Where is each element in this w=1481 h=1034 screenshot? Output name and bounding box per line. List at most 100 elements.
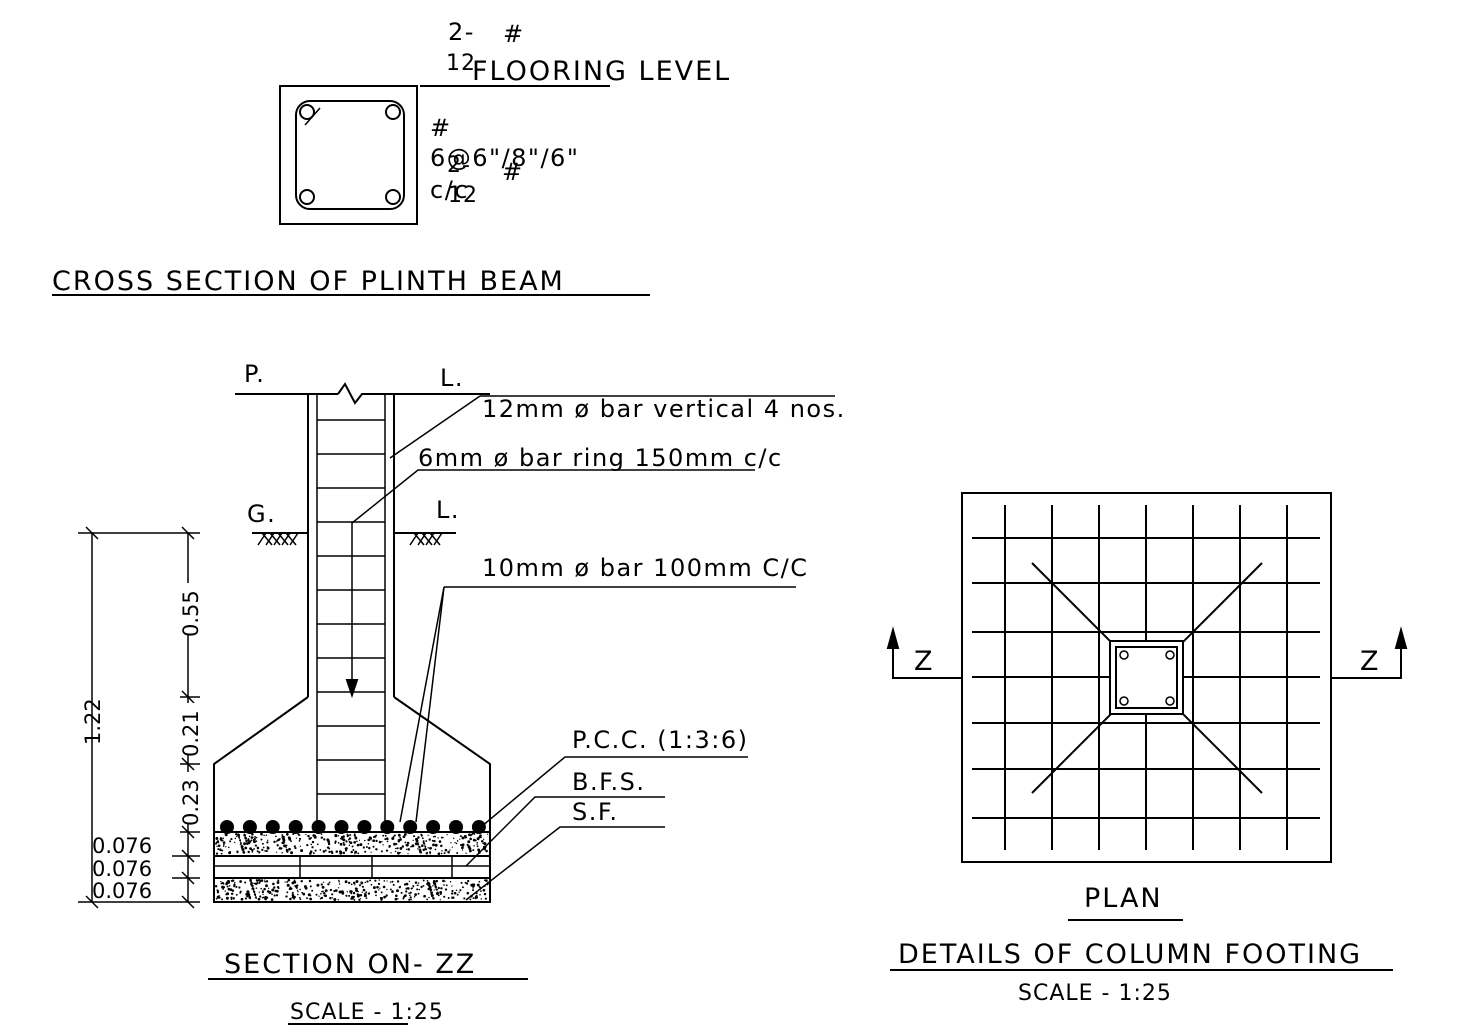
stipple-dot bbox=[375, 839, 378, 843]
gl-right-label: L. bbox=[436, 496, 460, 524]
stipple-dot bbox=[412, 886, 415, 888]
stipple-dot bbox=[306, 843, 309, 847]
stipple-dot bbox=[220, 882, 223, 885]
arrowhead bbox=[1394, 626, 1408, 649]
stipple-dot bbox=[405, 848, 408, 850]
stipple-dot bbox=[299, 888, 301, 891]
stipple-dot bbox=[229, 840, 232, 843]
stipple-dot bbox=[446, 833, 448, 836]
stipple-dot bbox=[239, 840, 241, 842]
stipple-dot bbox=[456, 893, 459, 896]
stipple-dot bbox=[265, 884, 268, 888]
concrete-stipple bbox=[214, 832, 489, 901]
stipple-dot bbox=[298, 840, 301, 842]
stipple-dot bbox=[405, 890, 408, 893]
stipple-dot bbox=[348, 837, 352, 840]
leader-pcc bbox=[469, 756, 748, 837]
stipple-dot bbox=[309, 894, 312, 897]
stipple-dot bbox=[428, 896, 430, 899]
stipple-dot bbox=[340, 837, 342, 840]
stipple-dot bbox=[461, 836, 465, 840]
callout-bfs: B.F.S. bbox=[572, 768, 646, 796]
stipple-dot bbox=[316, 883, 320, 887]
stipple-dot bbox=[443, 895, 446, 898]
column-outline bbox=[1109, 640, 1184, 715]
leader-mesh bbox=[399, 586, 445, 823]
z-right-label: Z bbox=[1360, 646, 1381, 677]
stipple-dot bbox=[227, 887, 231, 891]
stipple-dot bbox=[435, 879, 439, 883]
stipple-dot bbox=[311, 889, 314, 892]
stipple-dot bbox=[370, 839, 372, 841]
stipple-dot bbox=[217, 841, 220, 844]
stipple-dot bbox=[430, 891, 432, 893]
stipple-dot bbox=[482, 888, 486, 892]
footing-plan: Z Z PLAN DETAILS OF COLUMN FOOTING SCALE… bbox=[886, 492, 1408, 1006]
stipple-dot bbox=[334, 889, 338, 892]
stipple-dot bbox=[273, 886, 276, 889]
stipple-dot bbox=[307, 834, 310, 838]
column-inner bbox=[1115, 646, 1178, 709]
stipple-dot bbox=[369, 879, 372, 882]
stipple-dot bbox=[451, 846, 453, 848]
stipple-dot bbox=[426, 883, 428, 885]
stipple-dot bbox=[249, 847, 252, 850]
stipple-dot bbox=[246, 842, 249, 845]
stipple-dot bbox=[362, 846, 365, 849]
stipple-dot bbox=[255, 836, 258, 839]
stipple-dot bbox=[450, 842, 452, 844]
stipple-dot bbox=[224, 833, 228, 837]
stipple-dot bbox=[410, 887, 413, 890]
stipple-dot bbox=[348, 894, 351, 897]
stipple-dot bbox=[308, 879, 312, 883]
dim-total-label: 1.22 bbox=[81, 698, 105, 745]
stipple-dot bbox=[356, 843, 360, 847]
stipple-dot bbox=[354, 836, 358, 840]
stipple-dot bbox=[322, 890, 324, 893]
stipple-dot bbox=[262, 893, 264, 896]
stipple-dot bbox=[244, 897, 247, 900]
stipple-dot bbox=[391, 880, 394, 883]
stipple-dot bbox=[222, 888, 225, 890]
stipple-dot bbox=[365, 897, 368, 899]
stipple-dot bbox=[250, 839, 253, 842]
stipple-dot bbox=[342, 852, 345, 854]
stipple-dot bbox=[372, 845, 375, 848]
stipple-dot bbox=[467, 840, 471, 844]
stipple-dot bbox=[220, 852, 223, 855]
ring-bars bbox=[317, 419, 385, 795]
stirrup-cc: c/c bbox=[430, 176, 469, 204]
stipple-dot bbox=[461, 886, 464, 889]
stipple-dot bbox=[418, 888, 420, 891]
stipple-dot bbox=[235, 832, 238, 836]
stipple-dot bbox=[437, 886, 440, 890]
stipple-dot bbox=[265, 880, 269, 883]
footing-slope bbox=[213, 696, 309, 832]
stipple-dot bbox=[285, 895, 288, 898]
pl-left-label: P. bbox=[244, 360, 265, 388]
stipple-dot bbox=[420, 835, 423, 837]
stipple-dot bbox=[348, 844, 351, 846]
stipple-dot bbox=[230, 896, 233, 899]
bfs-layer bbox=[213, 855, 491, 879]
stipple-dot bbox=[224, 890, 226, 892]
stipple-dot bbox=[345, 894, 348, 897]
dim-tick bbox=[181, 825, 195, 839]
stipple-dot bbox=[228, 885, 231, 887]
stipple-dot bbox=[260, 832, 263, 836]
stipple-dot bbox=[415, 839, 419, 843]
stipple-dot bbox=[442, 836, 444, 839]
stipple-dot bbox=[380, 891, 383, 894]
stipple-dot bbox=[299, 898, 302, 901]
stipple-dot bbox=[266, 896, 269, 899]
stipple-dot bbox=[341, 835, 344, 839]
stipple-dot bbox=[318, 895, 320, 897]
stipple-dot bbox=[247, 839, 250, 842]
plan-subtitle: DETAILS OF COLUMN FOOTING bbox=[898, 939, 1362, 970]
stipple-dot bbox=[372, 886, 376, 890]
stipple-dot bbox=[328, 850, 331, 854]
footing-slope bbox=[393, 696, 491, 832]
stipple-dot bbox=[253, 891, 256, 894]
stipple-dot bbox=[375, 848, 378, 851]
stipple-dot bbox=[295, 837, 298, 839]
